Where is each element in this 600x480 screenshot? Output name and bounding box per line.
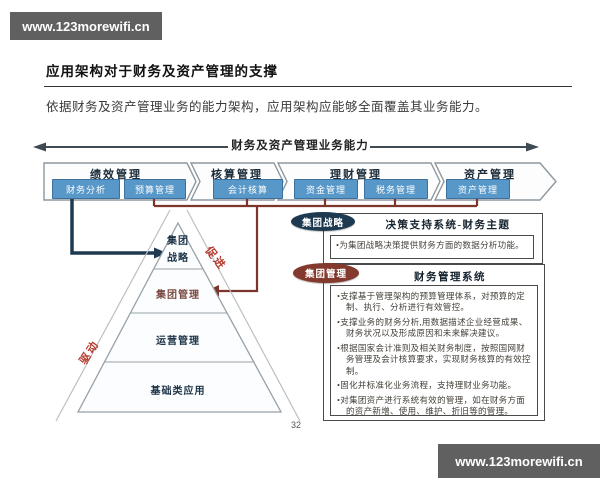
capability-box-tax-mgmt: 税务管理 [364,179,428,199]
watermark-bottom-right: www.123morewifi.cn [438,444,600,478]
chevron-title-treasury: 理财管理 [330,169,382,181]
page-title: 应用架构对于财务及资产管理的支撑 [46,64,278,79]
capability-box-accounting: 会计核算 [213,179,283,199]
capability-box-funds-mgmt: 资金管理 [294,179,358,199]
navy-connector [70,197,156,255]
chevron-title-performance: 绩效管理 [90,169,142,181]
tag-oval-group-strategy: 集团战略 [291,212,355,231]
capability-box-budget-mgmt: 预算管理 [124,179,186,199]
pyramid-level-operations: 运营管理 [156,336,200,347]
title-underline [44,86,572,87]
bullet-item: 根据国家会计准则及相关财务制度，按照国网财务管理及会计核算要求，实现财务核算的有… [337,343,531,377]
pyramid-level-strategy-line1: 集团 [167,236,189,247]
pyramid-dividers [104,268,253,363]
section-mgmt-bullets: 支撑基于管理架构的预算管理体系，对预算的定制、执行、分析进行有效管控。 支撑业务… [330,285,538,416]
bullet-item: 为集团战略决策提供财务方面的数据分析功能。 [336,240,528,251]
pyramid-level-strategy: 集团 战略 [148,233,208,267]
bullet-item: 支撑业务的财务分析,用数据描述企业经营成果、财务状况以及形成原因和未来解决建议。 [337,317,531,340]
chevron-title-asset: 资产管理 [464,169,516,181]
span-arrow [33,142,539,152]
pyramid-level-foundation: 基础类应用 [150,386,206,397]
watermark-top-left: www.123morewifi.cn [10,12,162,40]
bullet-item: 对集团资产进行系统有效的管理，如在财务方面的资产新增、使用、维护、折旧等的管理。 [337,395,531,418]
page-number: 32 [290,420,301,430]
pyramid-slope-rails [55,209,301,422]
tag-oval-group-mgmt: 集团管理 [293,263,359,283]
chevron-title-accounting: 核算管理 [211,169,263,181]
bullet-item: 固化并标准化业务流程，支持理财业务功能。 [337,380,531,391]
pyramid-level-strategy-line2: 战略 [167,253,189,264]
capability-box-financial-analysis: 财务分析 [52,179,120,199]
pyramid-shape [76,221,283,413]
section-strategy-heading: 决策支持系统-财务主题 [385,220,511,231]
section-mgmt-heading: 财务管理系统 [414,272,486,283]
navy-arrowhead [154,247,167,259]
capability-box-asset-mgmt: 资产管理 [446,179,510,199]
banner-label: 财务及资产管理业务能力 [231,140,369,152]
bullet-item: 支撑基于管理架构的预算管理体系，对预算的定制、执行、分析进行有效管控。 [337,291,531,314]
pyramid-level-group-mgmt: 集团管理 [156,290,200,301]
page-subtitle: 依据财务及资产管理业务的能力架构，应用架构应能够全面覆盖其业务能力。 [46,100,489,114]
section-strategy-bullets: 为集团战略决策提供财务方面的数据分析功能。 [330,235,534,259]
